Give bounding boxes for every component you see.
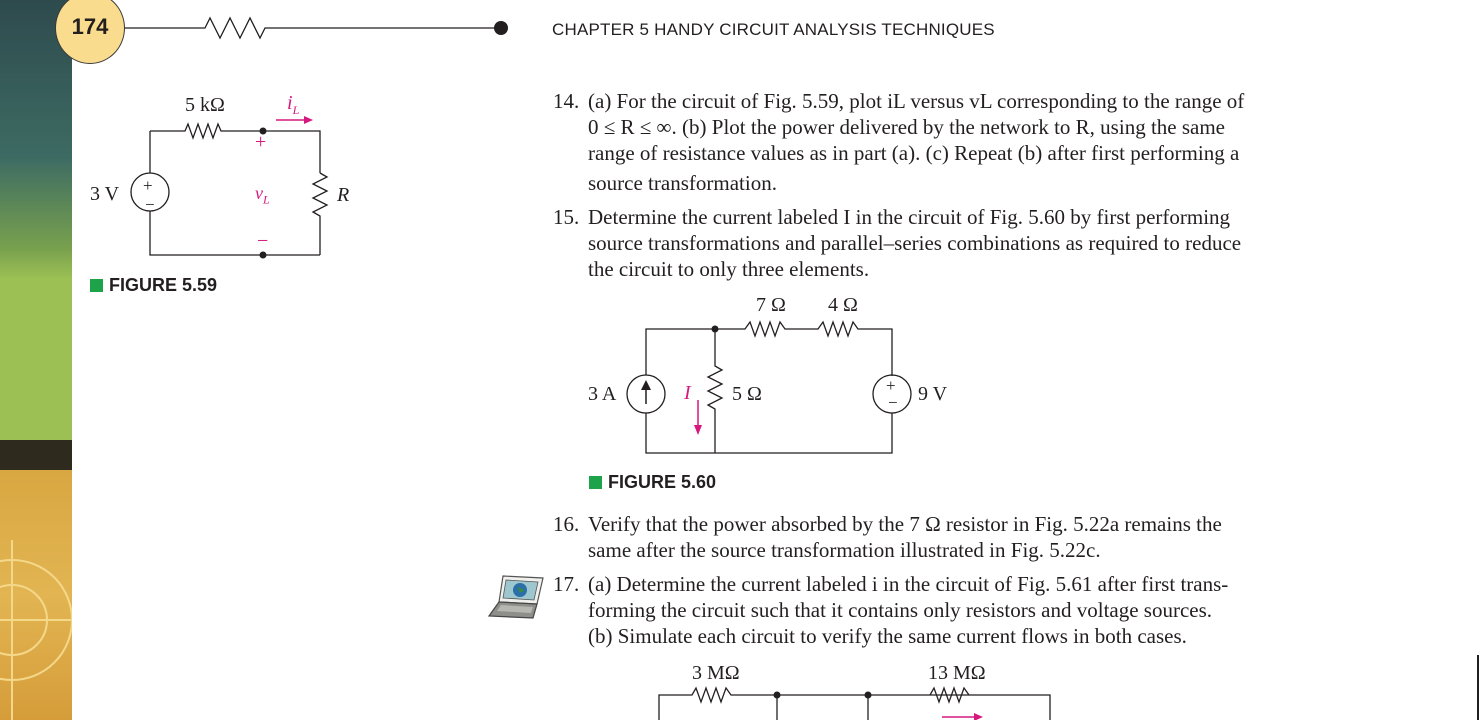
chapter-title: CHAPTER 5 HANDY CIRCUIT ANALYSIS TECHNIQ…	[552, 20, 995, 39]
fig59-plus: +	[255, 131, 267, 153]
problem-line: forming the circuit such that it contain…	[588, 598, 1213, 622]
problem-number: 16.	[553, 512, 580, 536]
problem-line: range of resistance values as in part (a…	[588, 141, 1240, 165]
fig59-source-label: 3 V	[90, 183, 120, 205]
problem-line: (a) For the circuit of Fig. 5.59, plot i…	[588, 89, 1245, 113]
fig60-r3-label: 5 Ω	[732, 383, 762, 405]
fig59-source-plus: +	[143, 176, 153, 195]
figure-5-59-caption: FIGURE 5.59	[90, 275, 217, 296]
fig61-r2-label: 13 MΩ	[928, 662, 986, 684]
computer-simulation-icon	[487, 575, 544, 619]
fig60-voltage-source-label: 9 V	[918, 383, 948, 405]
problem-line: same after the source transformation ill…	[588, 538, 1101, 562]
problem-number: 15.	[553, 205, 580, 229]
problem-line: (a) Determine the current labeled i in t…	[588, 572, 1229, 596]
page-number-badge	[55, 0, 125, 64]
header-resistor-line	[125, 16, 508, 40]
problem-15: 15. Determine the current labeled I in t…	[553, 204, 1323, 282]
fig60-source-minus: −	[888, 393, 898, 412]
problem-line: Determine the current labeled I in the c…	[588, 205, 1231, 229]
fig59-current-label: iL	[287, 92, 300, 117]
problem-line: source transformations and parallel–seri…	[588, 231, 1242, 255]
fig59-minus: −	[257, 230, 269, 252]
caption-marker-icon	[589, 476, 602, 489]
figure-5-61-circuit	[658, 686, 1051, 720]
fig61-r1-label: 3 MΩ	[692, 662, 740, 684]
problem-number: 14.	[553, 89, 580, 113]
figure-5-60-circuit	[626, 320, 912, 454]
fig60-source-plus: +	[886, 376, 896, 395]
problem-line: the circuit to only three elements.	[588, 257, 870, 281]
figure-5-59-circuit	[130, 116, 329, 259]
fig60-r2-label: 4 Ω	[828, 294, 858, 316]
fig59-load-label: R	[337, 184, 350, 206]
fig60-current-source-label: 3 A	[588, 383, 617, 405]
fig59-source-minus: −	[145, 195, 155, 214]
figure-5-60-caption: FIGURE 5.60	[589, 472, 716, 493]
page-number: 174	[71, 14, 109, 39]
fig59-resistor-label: 5 kΩ	[185, 94, 225, 116]
caption-marker-icon	[90, 279, 103, 292]
problem-number: 17.	[553, 572, 580, 596]
problem-17: 17. (a) Determine the current labeled i …	[553, 571, 1323, 649]
fig59-voltage-label: vL	[255, 183, 270, 207]
problem-14: 14. (a) For the circuit of Fig. 5.59, pl…	[553, 88, 1323, 196]
problem-line: (b) Simulate each circuit to verify the …	[588, 624, 1187, 648]
problem-line: 0 ≤ R ≤ ∞. (b) Plot the power delivered …	[588, 115, 1225, 139]
decorative-side-image	[0, 0, 72, 720]
problem-line: source transformation.	[588, 171, 777, 195]
problem-line: Verify that the power absorbed by the 7 …	[588, 512, 1222, 536]
fig60-current-label: I	[684, 382, 691, 404]
margin-rule	[1477, 655, 1479, 720]
fig60-r1-label: 7 Ω	[756, 294, 786, 316]
problem-16: 16. Verify that the power absorbed by th…	[553, 511, 1323, 563]
